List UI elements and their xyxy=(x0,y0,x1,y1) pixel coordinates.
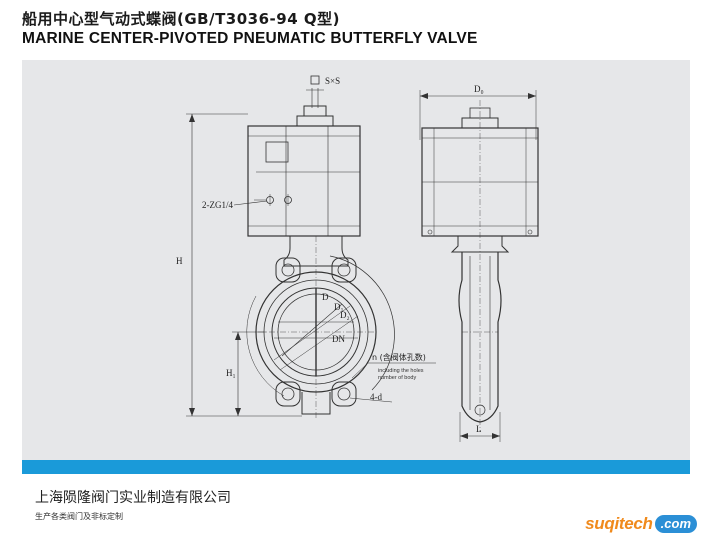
label-port: 2-ZG1/4 xyxy=(202,200,233,210)
label-diameter-d2: D₂ xyxy=(340,310,350,320)
label-length: L xyxy=(476,424,482,434)
bolt-hole-top-right xyxy=(337,263,351,277)
label-square-shaft: S×S xyxy=(325,76,340,86)
label-diameter-d: D xyxy=(322,292,329,302)
brand-name: suqitech xyxy=(585,514,653,533)
bolt-hole-bottom-right xyxy=(337,387,351,401)
brand-logo: suqitech .com xyxy=(585,513,697,535)
bolt-hole-top-left xyxy=(281,263,295,277)
actuator-indicator-window xyxy=(265,141,289,163)
actuator-body-front xyxy=(247,125,361,237)
label-holes-note-1: including the holes xyxy=(378,368,424,374)
square-shaft-symbol xyxy=(310,75,320,85)
label-height-center: H₁ xyxy=(226,368,236,378)
page-title-chinese: 船用中心型气动式蝶阀(GB/T3036-94 Q型) xyxy=(22,10,340,28)
label-height: H xyxy=(176,256,183,266)
company-slogan: 生产各类阀门及非标定制 xyxy=(35,512,123,521)
valve-body-side xyxy=(458,252,502,423)
label-holes-n: n (含阀体孔数) xyxy=(372,352,426,362)
label-actuator-width: D₀ xyxy=(474,84,484,94)
brand-domain: .com xyxy=(654,515,697,533)
footer-blue-bar xyxy=(22,460,690,474)
label-bolts: 4-d xyxy=(370,392,382,402)
shaft-flange xyxy=(296,115,334,127)
label-holes-note-2: number of body xyxy=(378,375,416,381)
drawing-panel: S×S 2-ZG1/4 xyxy=(22,60,690,460)
technical-drawing: S×S 2-ZG1/4 xyxy=(176,75,539,442)
shaft-top-block xyxy=(303,105,327,117)
company-name: 上海陨隆阀门实业制造有限公司 xyxy=(35,490,231,506)
page-title-english: MARINE CENTER-PIVOTED PNEUMATIC BUTTERFL… xyxy=(22,30,478,47)
bolt-hole-bottom-left xyxy=(281,387,295,401)
title-accent-bar xyxy=(0,8,6,48)
label-nominal-dn: DN xyxy=(332,334,345,344)
label-diameter-d1: D₁ xyxy=(334,302,344,312)
